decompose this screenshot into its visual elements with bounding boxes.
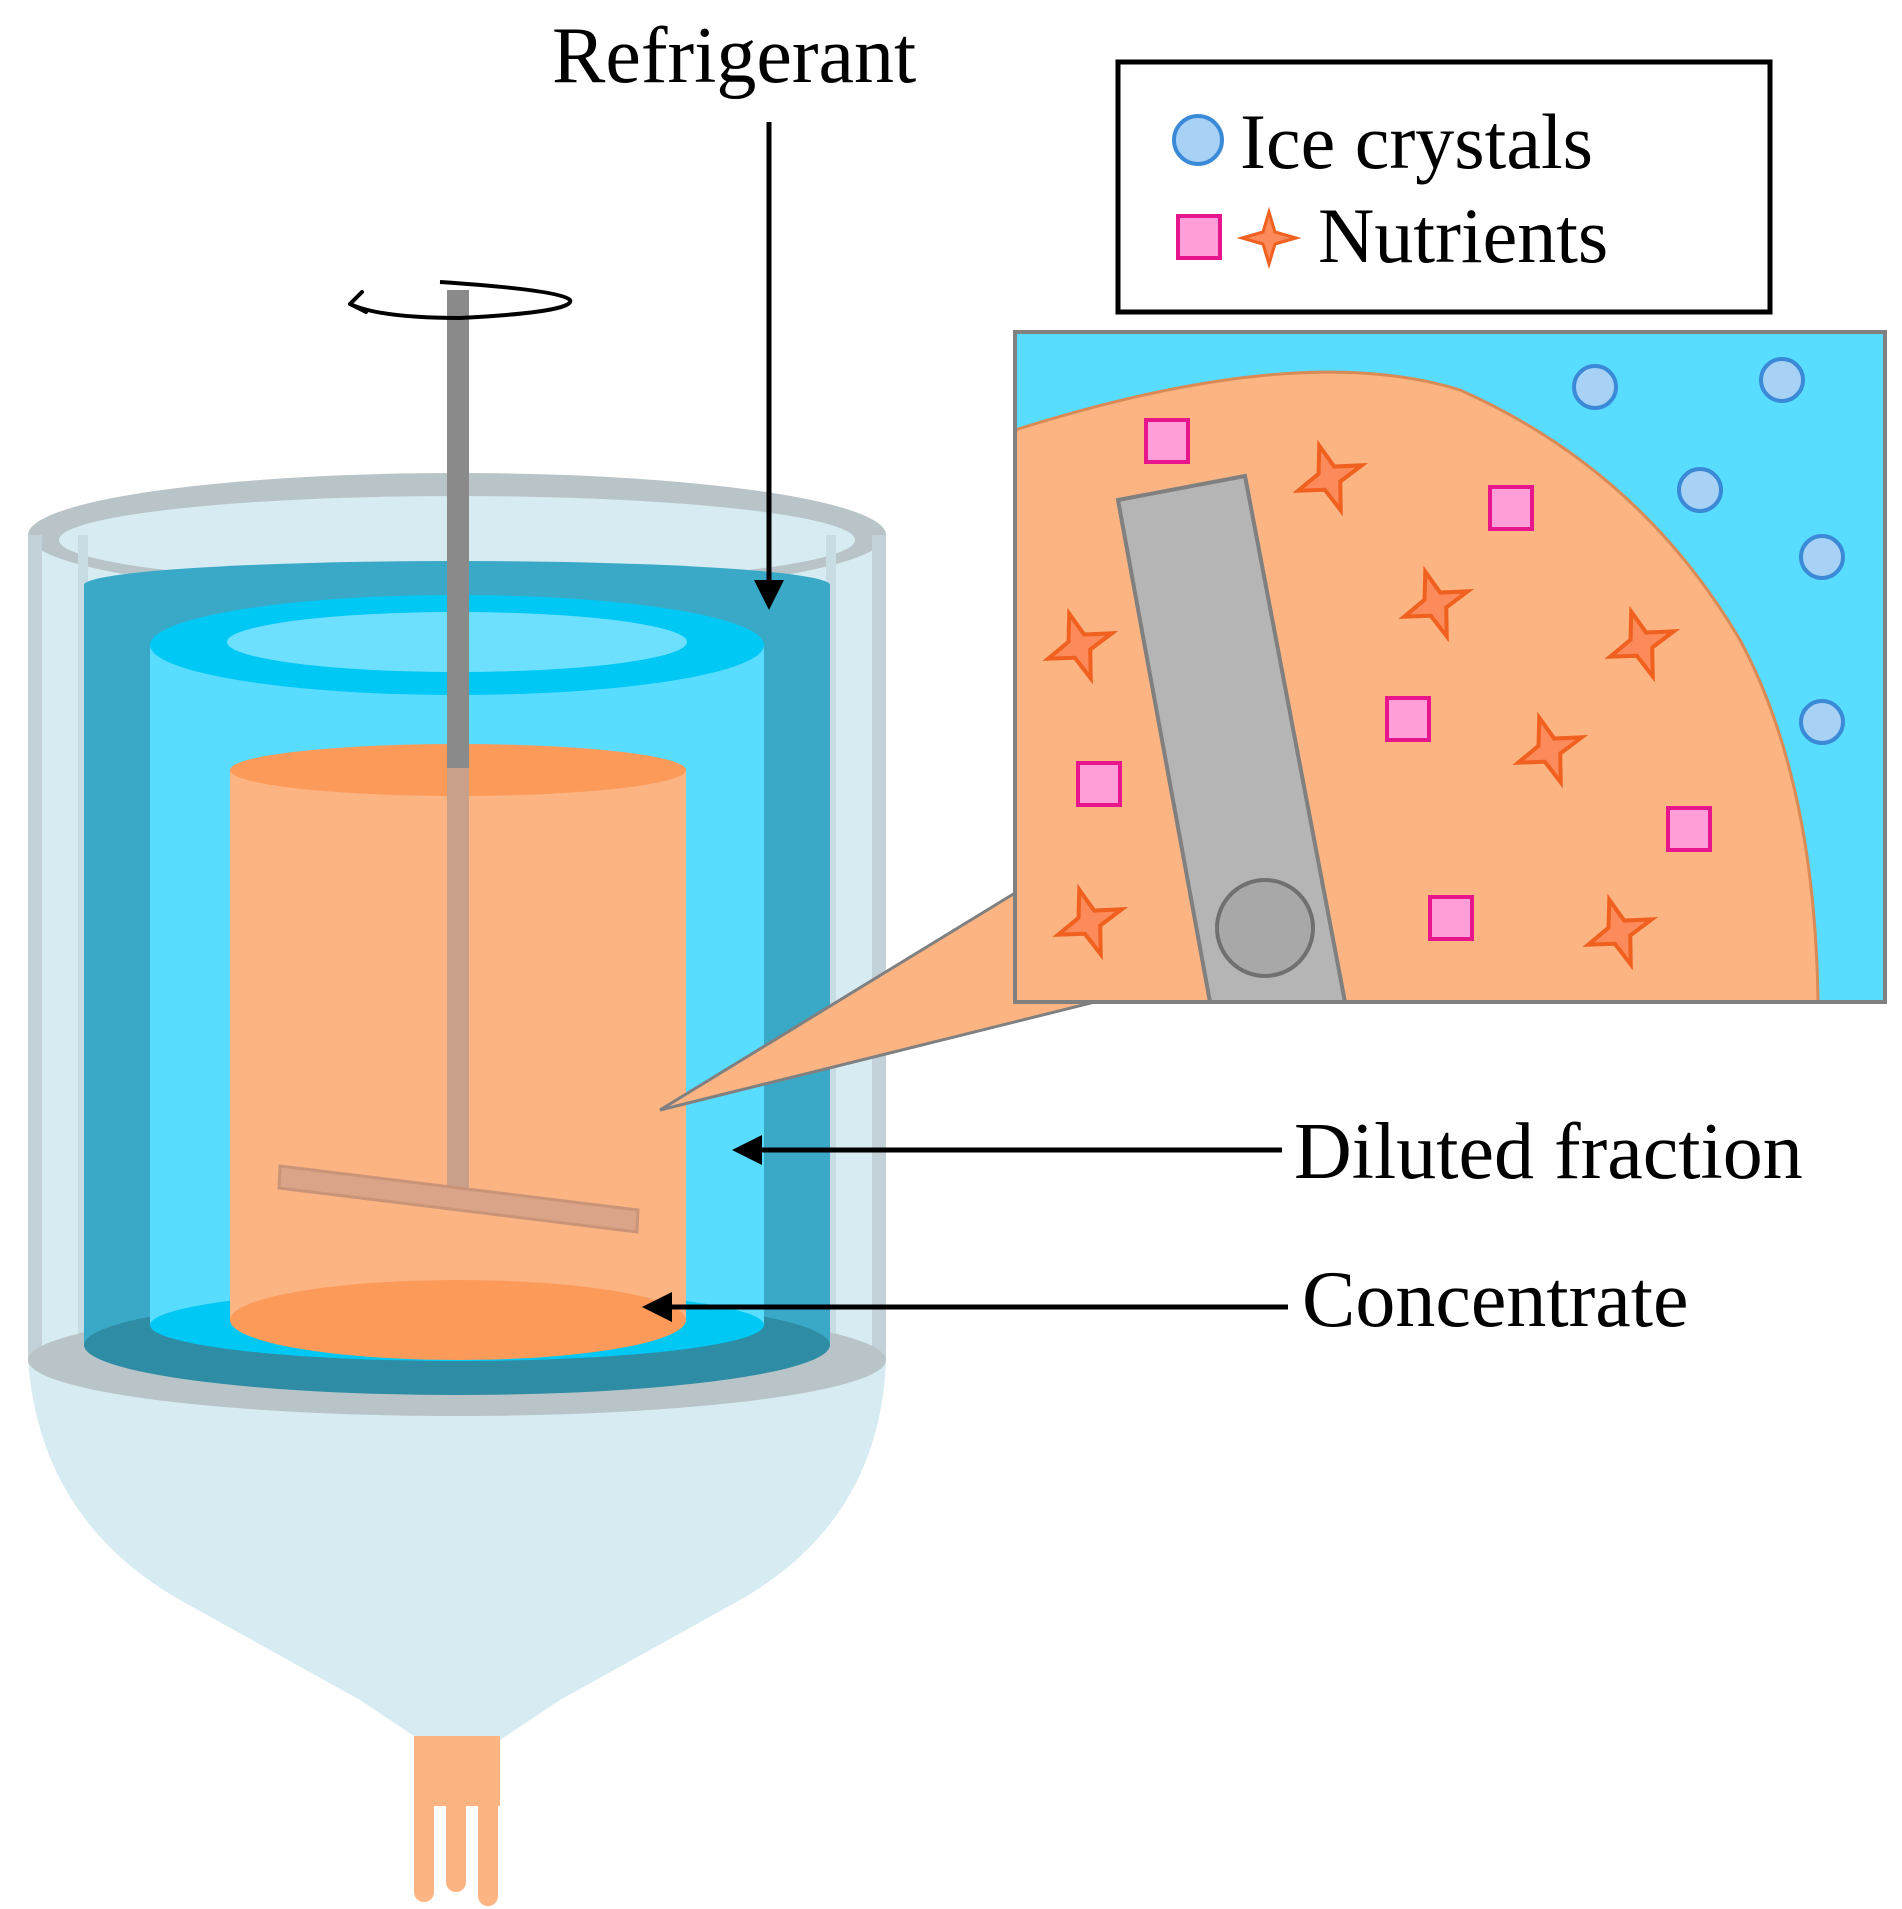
nutrient-squares-group [1076,418,1712,941]
nutrient-square-icon [1176,214,1222,260]
vessel-funnel [28,1360,886,1740]
ice-crystal [1799,699,1845,745]
nutrient-square [1428,895,1474,941]
nutrient-star [1042,607,1119,685]
legend-ice-crystals-label: Ice crystals [1240,98,1593,185]
outlet-drip [414,1736,500,1906]
legend: Ice crystals Nutrients [1115,59,1773,315]
nutrient-square [1076,761,1122,807]
rotation-arrow [348,280,573,321]
legend-box [1115,59,1773,315]
ice-crystals-group [1572,357,1845,745]
refrigerant-label: Refrigerant [552,12,916,100]
nutrient-star [1398,565,1475,643]
diluted-fraction-arrowhead [732,1135,762,1165]
concentrate-arrowhead [642,1292,672,1322]
nutrient-star [1292,439,1369,517]
nutrient-square [1144,418,1190,464]
diluted-fraction-callout: Diluted fraction [732,1108,1803,1196]
ice-crystal [1799,534,1845,580]
nutrient-square [1385,696,1431,742]
refrigerant-arrowhead [754,580,784,610]
nutrient-square [1666,806,1712,852]
nutrient-star [1512,711,1589,789]
nutrient-star [1582,893,1659,971]
stirrer [277,290,640,1234]
concentrate-bottom [230,1280,686,1360]
ice-crystal [1759,357,1805,403]
refrigerant-callout: Refrigerant [552,12,916,610]
ice-crystal-icon [1172,114,1224,166]
concentrate-label: Concentrate [1302,1256,1688,1344]
zoom-stirrer [1115,473,1348,1004]
nutrient-square [1488,485,1534,531]
zoom-callout [659,330,1887,1112]
freeze-concentrator-vessel [28,280,886,1906]
ice-crystal [1677,467,1723,513]
nutrient-stars-group [1042,439,1681,971]
nutrient-star [1604,605,1681,683]
concentrate-callout: Concentrate [642,1256,1688,1344]
nutrient-star-icon [1236,206,1302,270]
diluted-fraction-label: Diluted fraction [1294,1108,1803,1196]
legend-nutrients-label: Nutrients [1318,192,1608,279]
ice-crystal [1572,364,1618,410]
nutrient-star [1052,883,1129,961]
